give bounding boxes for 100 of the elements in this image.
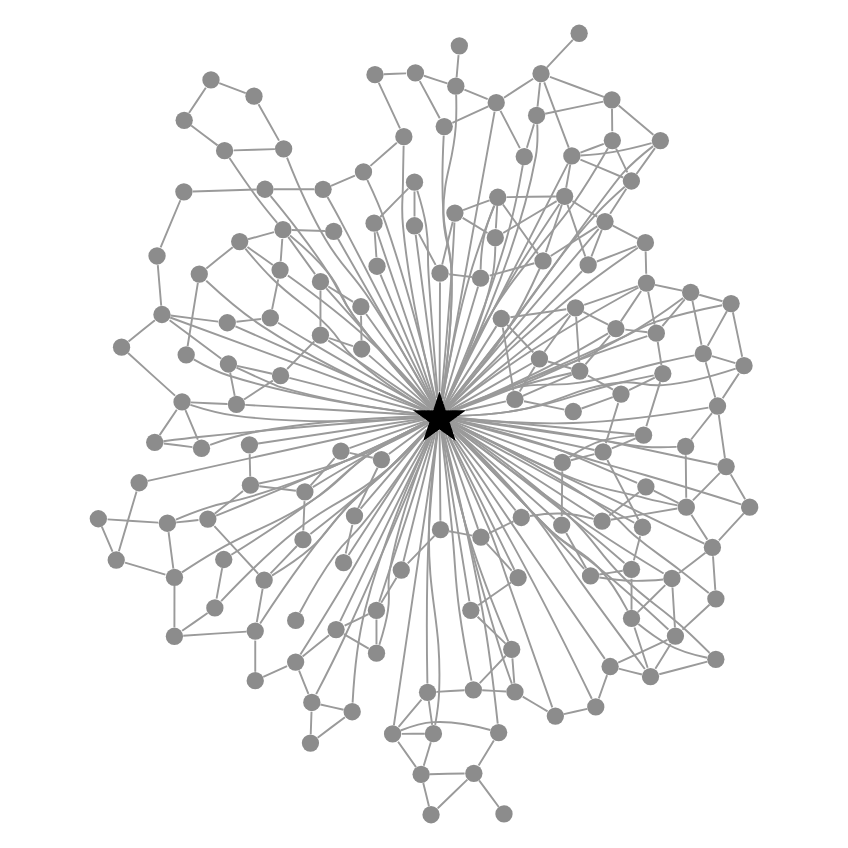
connector — [450, 426, 556, 520]
node-circle — [227, 395, 246, 413]
connector — [262, 665, 289, 678]
connector — [416, 189, 439, 397]
connector — [481, 689, 508, 693]
connector — [488, 262, 536, 277]
node-circle — [177, 346, 195, 364]
node-circle — [352, 298, 370, 316]
connector — [244, 247, 430, 412]
connector — [523, 400, 566, 411]
connector — [380, 576, 398, 604]
connector — [478, 779, 500, 808]
connector — [418, 80, 441, 120]
connector — [609, 507, 679, 521]
connector — [438, 429, 442, 522]
connector — [671, 586, 676, 629]
connector — [652, 489, 680, 505]
node-circle — [240, 436, 259, 454]
connector — [189, 403, 424, 422]
connector — [406, 535, 436, 565]
node-circle — [405, 173, 424, 191]
connector — [235, 318, 263, 323]
connector — [721, 372, 740, 400]
connector — [343, 613, 370, 627]
connector — [348, 451, 374, 459]
connector — [706, 310, 728, 347]
connector — [444, 325, 498, 409]
node-circle — [666, 627, 685, 645]
node-circle — [489, 188, 507, 206]
connector — [234, 325, 427, 412]
connector — [272, 188, 315, 191]
node-circle — [722, 294, 740, 313]
connector — [684, 454, 688, 499]
connector — [449, 420, 679, 507]
connector — [450, 426, 646, 670]
connector — [156, 264, 163, 307]
node-circle — [175, 111, 193, 129]
node-circle — [231, 232, 249, 251]
connector — [444, 270, 583, 411]
connector — [698, 293, 724, 303]
connector — [560, 470, 564, 517]
node-circle — [532, 65, 550, 83]
node-circle — [735, 357, 753, 375]
connector — [717, 512, 745, 542]
connector — [511, 657, 516, 684]
connector — [608, 491, 640, 517]
connector — [441, 110, 496, 401]
connector — [319, 703, 345, 711]
connector — [448, 273, 473, 279]
connector — [451, 105, 490, 124]
connector — [228, 157, 279, 224]
node-circle — [296, 483, 314, 501]
connector — [328, 337, 354, 348]
node-circle — [287, 611, 305, 630]
connector — [463, 88, 489, 101]
connector — [326, 196, 436, 407]
connector — [565, 163, 572, 189]
node-circle — [107, 551, 125, 569]
connector — [299, 437, 429, 656]
connector — [444, 433, 479, 530]
connector — [205, 246, 234, 270]
node-circle — [367, 601, 386, 620]
node-circle — [332, 442, 350, 460]
connector — [448, 436, 516, 571]
connector — [450, 427, 586, 570]
node-circle — [563, 147, 581, 165]
connector — [658, 660, 709, 676]
connector — [257, 417, 425, 445]
connector — [298, 669, 310, 695]
connector — [248, 453, 252, 478]
connector — [604, 402, 620, 445]
connector — [379, 187, 410, 218]
node-circle — [707, 590, 725, 608]
node-circle — [651, 131, 669, 150]
connector — [168, 319, 223, 360]
connector — [518, 365, 536, 393]
node-circle — [431, 264, 449, 282]
connector — [452, 418, 639, 484]
connector — [441, 431, 510, 643]
node-circle — [271, 261, 289, 279]
node-circle — [301, 734, 320, 752]
connector — [279, 238, 284, 263]
connector — [690, 513, 709, 541]
connector — [325, 287, 435, 410]
connector — [712, 555, 717, 591]
connector — [255, 588, 264, 624]
node-circle — [603, 131, 621, 150]
node-circle — [636, 234, 655, 252]
node-circle — [435, 117, 453, 136]
node-circle — [527, 106, 546, 125]
connector — [441, 204, 496, 401]
connector — [609, 187, 628, 215]
node-circle — [682, 283, 700, 301]
connector — [443, 245, 497, 407]
connector — [441, 93, 458, 400]
connector — [366, 178, 437, 403]
connector — [443, 202, 561, 407]
connector — [288, 376, 417, 412]
connector — [205, 279, 427, 412]
connector — [289, 234, 434, 411]
